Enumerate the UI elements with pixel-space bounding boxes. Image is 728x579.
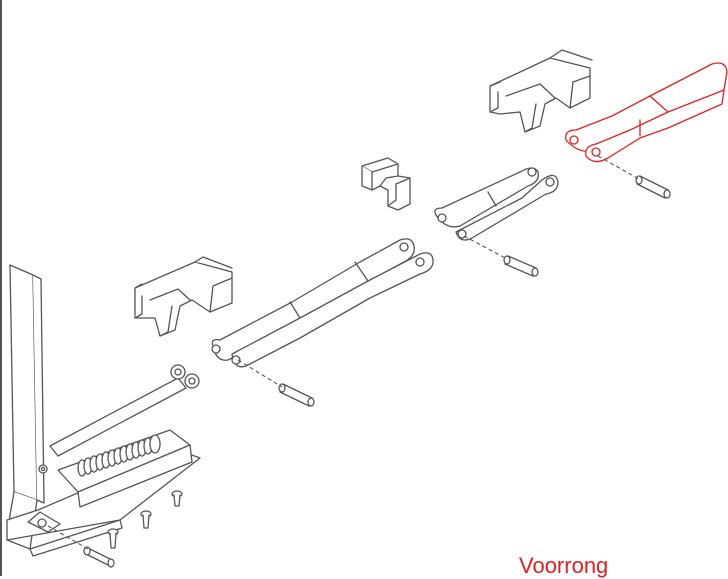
axis-line-bottom [47,525,89,550]
screw-left [107,528,119,549]
axis-line-right-middle [463,235,508,260]
part-caption: Voorrong [519,553,609,578]
screw-right [171,490,183,507]
short-link [434,167,559,241]
pin-top-right [635,175,671,199]
frame-border [0,0,2,576]
pin-right-middle [503,255,539,277]
pin-bottom [83,546,115,568]
axis-line-middle [237,359,283,388]
bracket-clip-right [489,49,593,133]
screw-middle [140,510,152,529]
small-clip-center [361,157,411,211]
coil-spring [77,434,161,477]
pin-middle [278,383,315,407]
middle-link-long [211,238,434,368]
bracket-clip-left [134,256,233,337]
voorrong-arm [565,62,728,163]
axis-line-top-right [597,155,640,180]
